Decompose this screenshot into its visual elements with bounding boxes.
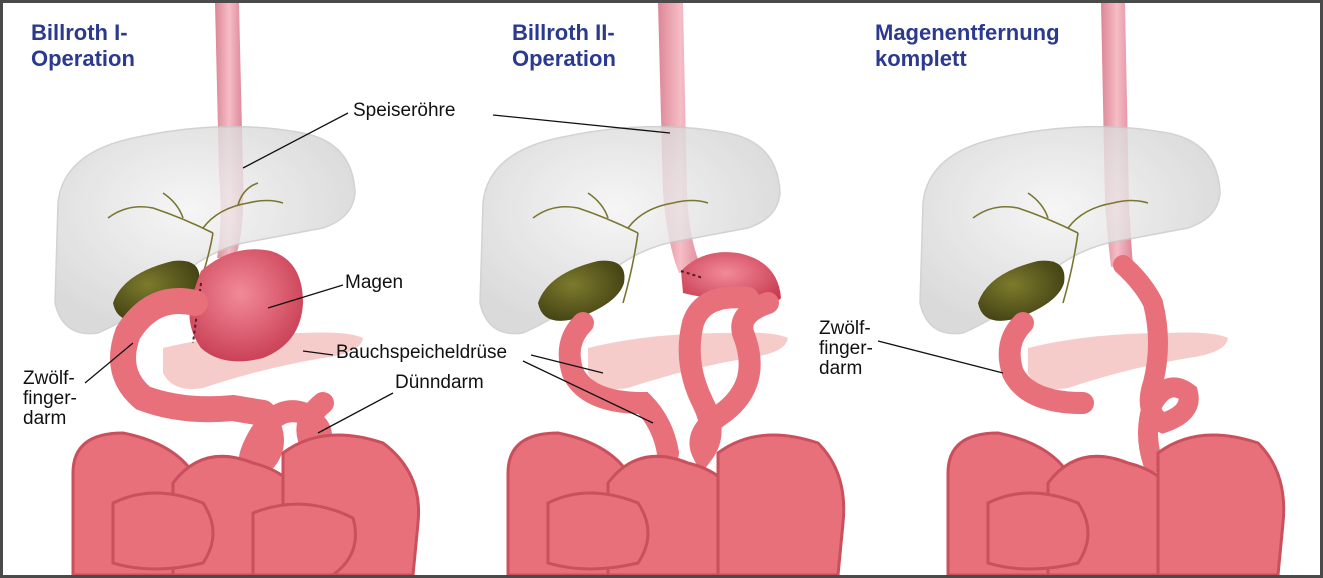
leader-speiseroehre-2: [493, 115, 670, 133]
title-line-1: Billroth I-: [31, 20, 128, 45]
label-speiseroehre: Speiseröhre: [353, 101, 455, 121]
panel-title-billroth-2: Billroth II- Operation: [512, 20, 616, 72]
title-line-1: Magenentfernung: [875, 20, 1060, 45]
title-line-2: Operation: [31, 46, 135, 71]
pancreas-shape: [1028, 333, 1228, 389]
panel-billroth-2-art: [480, 3, 844, 575]
label-zwoelffingerdarm-1: Zwölf- finger- darm: [23, 369, 77, 429]
panel-title-billroth-1: Billroth I- Operation: [31, 20, 135, 72]
panel-title-total-gastrectomy: Magenentfernung komplett: [875, 20, 1060, 72]
panel-total-gastrectomy-art: [920, 3, 1284, 575]
label-duenndarm: Dünndarm: [395, 373, 484, 393]
leader-zwoelffinger-2: [878, 341, 1003, 373]
jejunum-loop-shape: [690, 297, 768, 453]
title-line-2: Operation: [512, 46, 616, 71]
anatomy-illustration: [3, 3, 1320, 575]
title-line-1: Billroth II-: [512, 20, 615, 45]
label-zwoelffingerdarm-2: Zwölf- finger- darm: [819, 319, 873, 379]
label-bauchspeicheldruese: Bauchspeicheldrüse: [336, 343, 507, 363]
liver-shape: [920, 127, 1220, 334]
intestine-mass-shape: [948, 433, 1284, 575]
title-line-2: komplett: [875, 46, 967, 71]
label-magen: Magen: [345, 273, 403, 293]
